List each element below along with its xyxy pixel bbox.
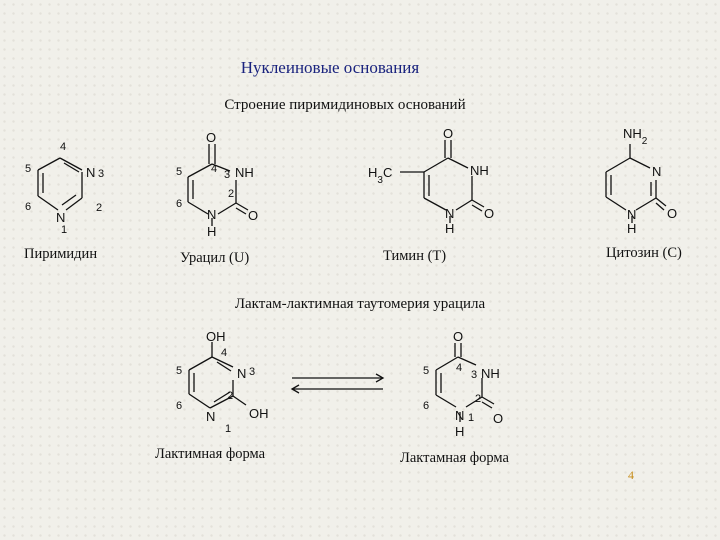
lactim-num-6: 6 [176, 400, 182, 412]
pyrimidine-num-5: 5 [25, 163, 31, 175]
thymine-ring [400, 140, 485, 223]
thymine-methyl: H3C [368, 165, 392, 186]
uracil-ring [187, 144, 249, 226]
lactam-n3h: NH [481, 366, 500, 381]
uracil-h1: H [207, 224, 216, 239]
uracil-num-5: 5 [176, 166, 182, 178]
thymine-n1: N [445, 206, 454, 221]
uracil-o2: O [248, 208, 258, 223]
pyrimidine-num-2: 2 [96, 202, 102, 214]
cytosine-h1: H [627, 221, 636, 236]
pyrimidine-num-4: 4 [60, 141, 66, 153]
page-title: Нуклеиновые основания [240, 58, 420, 77]
lactam-ring [435, 343, 495, 422]
lactim-num-3: 3 [249, 366, 255, 378]
pyrimidine-num-6: 6 [25, 201, 31, 213]
lactim-num-5: 5 [176, 365, 182, 377]
lactam-o2: O [493, 411, 503, 426]
lactam-num-6: 6 [423, 400, 429, 412]
lactim-n3: N [237, 366, 246, 381]
uracil-num-3: 3 [224, 169, 230, 181]
cytosine-n1: N [627, 207, 636, 222]
lactam-num-3: 3 [471, 369, 477, 381]
thymine-o4: O [443, 126, 453, 141]
lactim-label: Лактимная форма [155, 446, 266, 462]
equilibrium-arrows [290, 373, 385, 394]
lactam-num-4: 4 [456, 362, 462, 374]
pyrimidine-num-3: 3 [98, 168, 104, 180]
uracil-n3h: NH [235, 165, 254, 180]
lactim-oh4: OH [206, 329, 226, 344]
lactam-n1: N [455, 408, 464, 423]
lactam-label: Лактамная форма [400, 450, 509, 466]
pyrimidine-label: Пиримидин [24, 246, 98, 262]
lactam-num-2: 2 [475, 393, 481, 405]
thymine-h1: H [445, 221, 454, 236]
lactim-num-1: 1 [225, 423, 231, 435]
lactim-ring [188, 342, 247, 409]
cytosine-o2: O [667, 206, 677, 221]
page-number: 4 [628, 468, 634, 482]
structure-heading: Строение пиримидиновых оснований [224, 97, 466, 113]
tautomerism-heading: Лактам-лактимная таутомерия урацила [234, 296, 486, 312]
pyrimidine-n1: N [56, 210, 65, 225]
uracil-num-6: 6 [176, 198, 182, 210]
lactam-num-5: 5 [423, 365, 429, 377]
uracil-num-2: 2 [228, 188, 234, 200]
uracil-num-4: 4 [211, 163, 217, 175]
thymine-label: Тимин (T) [383, 248, 447, 264]
uracil-n1: N [207, 207, 216, 222]
cytosine-label: Цитозин (C) [606, 245, 682, 261]
uracil-label: Урацил (U) [180, 250, 250, 266]
lactam-o4: O [453, 329, 463, 344]
pyrimidine-ring [37, 157, 83, 211]
thymine-n3h: NH [470, 163, 489, 178]
pyrimidine-n3: N [86, 165, 95, 180]
lactim-oh2: OH [249, 406, 269, 421]
cytosine-ring [605, 144, 667, 223]
uracil-o4: O [206, 130, 216, 145]
thymine-o2: O [484, 206, 494, 221]
lactam-num-1: 1 [468, 412, 474, 424]
lactim-n1: N [206, 409, 215, 424]
lactim-num-4: 4 [221, 347, 227, 359]
lactam-h1: H [455, 424, 464, 439]
pyrimidine-num-1: 1 [61, 224, 67, 236]
cytosine-n3: N [652, 164, 661, 179]
cytosine-nh2: NH2 [623, 126, 648, 147]
lactim-num-2: 2 [227, 390, 233, 402]
